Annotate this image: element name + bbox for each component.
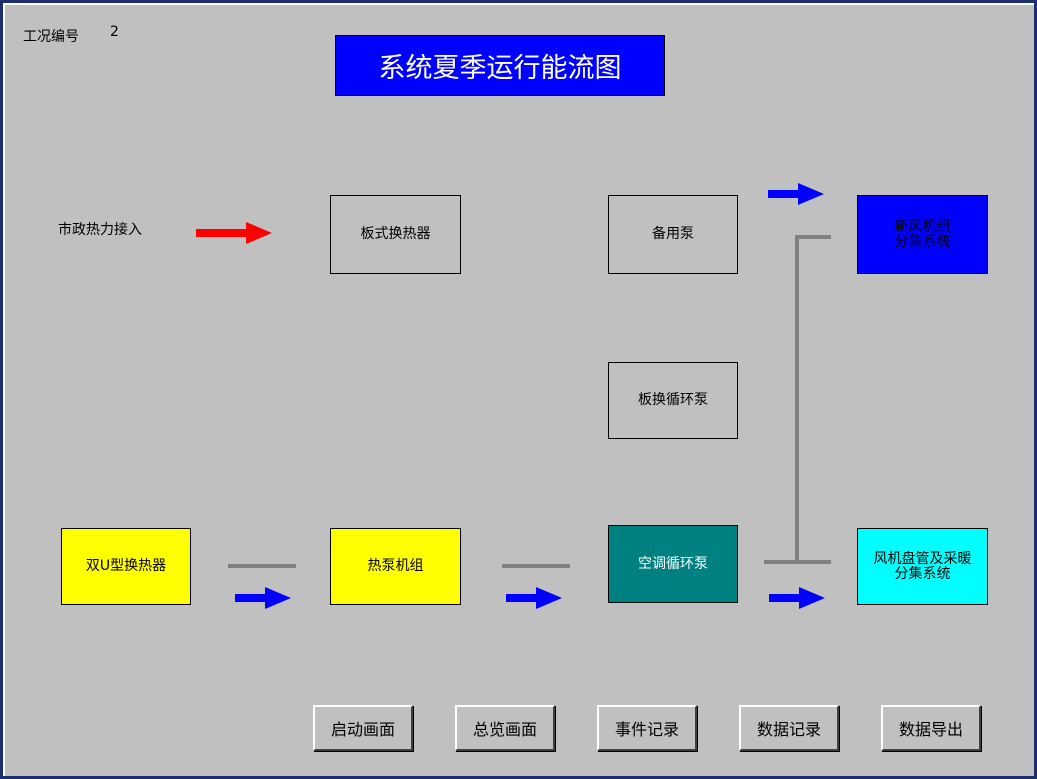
heat-pump-unit-label: 热泵机组: [367, 558, 424, 574]
plate-heat-exchanger[interactable]: 板式换热器: [330, 195, 461, 274]
page-title: 系统夏季运行能流图: [335, 35, 665, 96]
fan-coil-unit[interactable]: 风机盘管及采暖 分集系统: [857, 528, 988, 605]
standby-pump-label: 备用泵: [652, 226, 694, 242]
fresh-air-unit[interactable]: 新风机组 分集系统: [857, 195, 988, 274]
ac-circulation-pump-label: 空调循环泵: [638, 555, 708, 572]
heat-supply-arrow-icon: [196, 222, 272, 244]
plate-circulation-pump-label: 板换循环泵: [638, 392, 708, 408]
data-log-button[interactable]: 数据记录: [739, 705, 839, 751]
ac-circulation-pump[interactable]: 空调循环泵: [608, 525, 738, 603]
riser-pipe-bottom-branch: [764, 560, 831, 564]
condition-number-label: 工况编号: [23, 29, 79, 45]
condition-number-value: 2: [110, 24, 119, 40]
municipal-heat-label: 市政热力接入: [58, 222, 142, 238]
flow-arrow-fresh-air-icon: [768, 183, 824, 205]
fresh-air-unit-label-2: 分集系统: [894, 233, 951, 250]
window-bevel: [3, 3, 1034, 776]
flow-arrow-2-icon: [506, 587, 562, 609]
plate-heat-exchanger-label: 板式换热器: [360, 226, 431, 242]
standby-pump[interactable]: 备用泵: [608, 195, 738, 274]
flow-arrow-1-icon: [235, 587, 291, 609]
pipe-exchanger-to-heat-pump: [228, 564, 296, 568]
riser-pipe-top-branch: [795, 235, 831, 239]
data-export-button[interactable]: 数据导出: [881, 705, 981, 751]
double-u-heat-exchanger[interactable]: 双U型换热器: [61, 528, 191, 605]
event-log-button[interactable]: 事件记录: [597, 705, 697, 751]
flow-arrow-3-icon: [769, 587, 825, 609]
fan-coil-unit-label-2: 分集系统: [894, 565, 951, 582]
heat-pump-unit[interactable]: 热泵机组: [330, 528, 461, 605]
riser-pipe: [795, 235, 799, 563]
fresh-air-unit-label-1: 新风机组: [894, 218, 951, 235]
overview-screen-button[interactable]: 总览画面: [455, 705, 555, 751]
pipe-heat-pump-to-ac-pump: [502, 564, 570, 568]
plate-circulation-pump[interactable]: 板换循环泵: [608, 362, 738, 439]
start-screen-button[interactable]: 启动画面: [313, 705, 413, 751]
fan-coil-unit-label-1: 风机盘管及采暖: [873, 550, 972, 567]
double-u-heat-exchanger-label: 双U型换热器: [85, 558, 167, 574]
